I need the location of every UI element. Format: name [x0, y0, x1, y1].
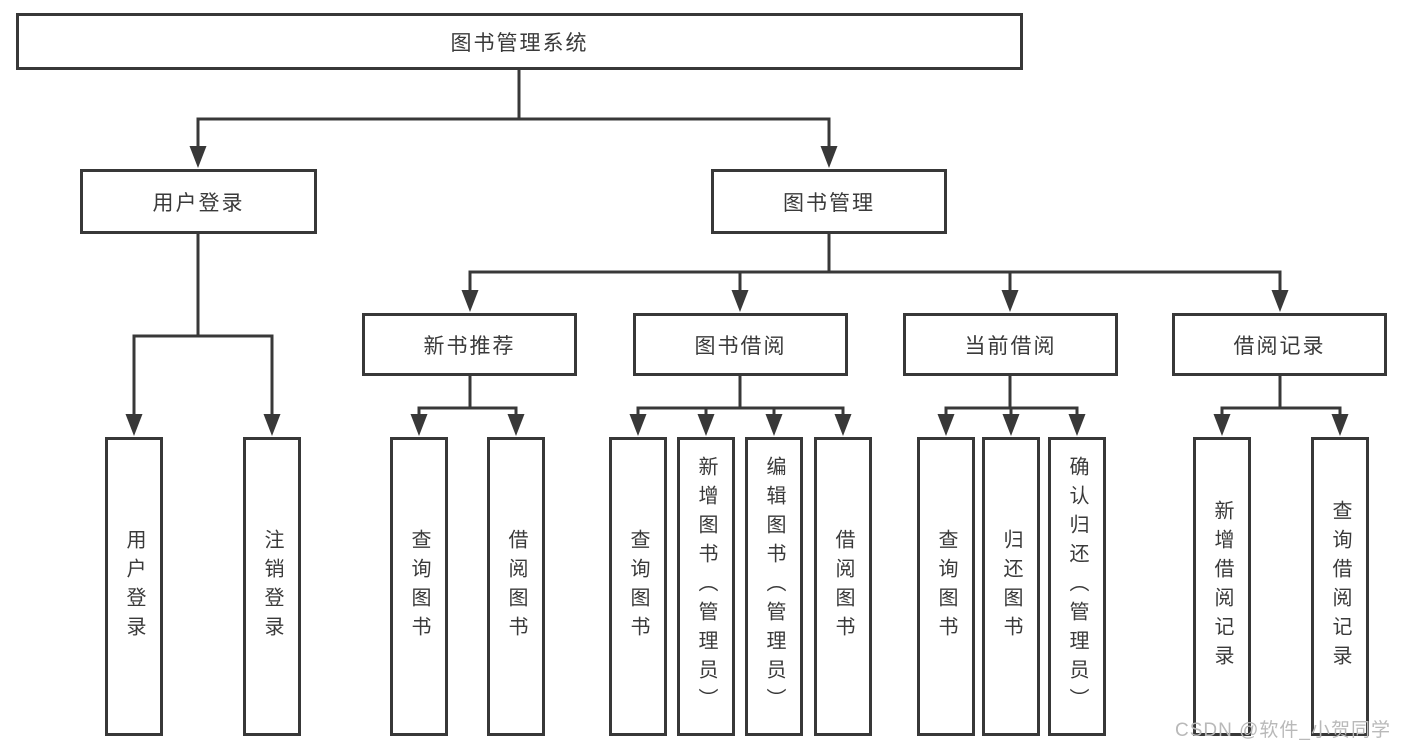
arrowhead	[1001, 290, 1019, 312]
arrowhead	[820, 146, 838, 168]
leaf-label: 查询图书	[627, 528, 649, 645]
connector-login-to-leaves	[132, 232, 274, 416]
arrowhead	[1002, 414, 1020, 436]
arrowhead	[507, 414, 525, 436]
arrowhead	[834, 414, 852, 436]
leaf-query-borrow-record: 查询借阅记录	[1311, 437, 1369, 736]
arrowhead	[1331, 414, 1349, 436]
leaf-borrow-books: 借阅图书	[814, 437, 872, 736]
node-user-login: 用户登录	[80, 169, 317, 234]
connector-borrow-to-leaves	[636, 374, 845, 416]
arrowhead	[410, 414, 428, 436]
leaf-query-books-recommend: 查询图书	[390, 437, 448, 736]
leaf-label: 归还图书	[1000, 528, 1022, 645]
leaf-label: 编辑图书（管理员）	[763, 456, 785, 717]
leaf-add-books-admin: 新增图书（管理员）	[677, 437, 735, 736]
leaf-label: 查询图书	[408, 528, 430, 645]
connector-recommend-to-leaves	[417, 374, 518, 416]
arrowhead	[189, 146, 207, 168]
leaf-label: 确认归还（管理员）	[1066, 456, 1088, 717]
leaf-label: 新增借阅记录	[1211, 499, 1233, 674]
arrowhead	[1213, 414, 1231, 436]
node-book-management: 图书管理	[711, 169, 947, 234]
leaf-user-login: 用户登录	[105, 437, 163, 736]
arrowhead	[697, 414, 715, 436]
leaf-label: 用户登录	[123, 528, 145, 645]
arrowhead	[629, 414, 647, 436]
node-library-system: 图书管理系统	[16, 13, 1023, 70]
node-label: 图书管理系统	[450, 31, 589, 55]
node-borrowing-records: 借阅记录	[1172, 313, 1387, 376]
node-label: 新书推荐	[423, 334, 516, 358]
node-label: 借阅记录	[1233, 334, 1326, 358]
leaf-confirm-return-admin: 确认归还（管理员）	[1048, 437, 1106, 736]
leaf-borrow-books-recommend: 借阅图书	[487, 437, 545, 736]
arrowhead	[765, 414, 783, 436]
arrowhead	[731, 290, 749, 312]
node-label: 用户登录	[152, 191, 245, 215]
arrowhead	[1271, 290, 1289, 312]
leaf-logout: 注销登录	[243, 437, 301, 736]
leaf-label: 新增图书（管理员）	[695, 456, 717, 717]
connector-records-to-leaves	[1220, 374, 1342, 416]
leaf-add-borrow-record: 新增借阅记录	[1193, 437, 1251, 736]
node-label: 图书管理	[783, 191, 875, 215]
node-current-borrowing: 当前借阅	[903, 313, 1118, 376]
leaf-return-books: 归还图书	[982, 437, 1040, 736]
leaf-label: 查询图书	[935, 528, 957, 645]
leaf-label: 借阅图书	[505, 528, 527, 645]
leaf-label: 借阅图书	[832, 528, 854, 645]
node-label: 当前借阅	[964, 334, 1057, 358]
connector-root-to-level2	[196, 68, 831, 150]
arrowhead	[1068, 414, 1086, 436]
leaf-query-books-current: 查询图书	[917, 437, 975, 736]
arrowhead	[461, 290, 479, 312]
connector-current-to-leaves	[944, 374, 1079, 416]
leaf-query-books-borrow: 查询图书	[609, 437, 667, 736]
connector-mgmt-to-level3	[468, 232, 1282, 292]
leaf-label: 注销登录	[261, 528, 283, 645]
node-new-book-recommendation: 新书推荐	[362, 313, 577, 376]
arrowhead	[937, 414, 955, 436]
node-label: 图书借阅	[694, 334, 787, 358]
leaf-label: 查询借阅记录	[1329, 499, 1351, 674]
leaf-edit-books-admin: 编辑图书（管理员）	[745, 437, 803, 736]
node-book-borrowing: 图书借阅	[633, 313, 848, 376]
arrowhead	[263, 414, 281, 436]
arrowheads	[125, 146, 1349, 436]
arrowhead	[125, 414, 143, 436]
